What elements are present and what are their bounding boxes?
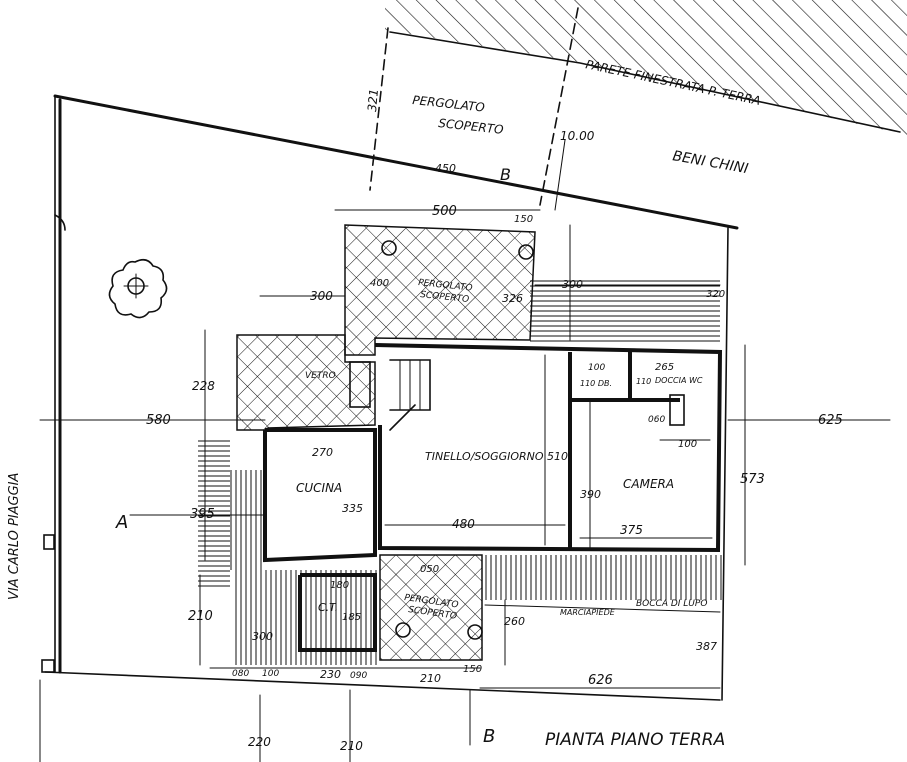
dim-321: 321 <box>365 88 381 112</box>
dim-050: 050 <box>420 564 439 575</box>
label-cucina: CUCINA <box>296 481 342 495</box>
dim-220: 220 <box>248 735 271 749</box>
dim-387: 387 <box>696 640 717 653</box>
dim-060: 060 <box>648 415 665 425</box>
dim-100-wc: 100 <box>588 363 605 373</box>
drawing-title: PIANTA PIANO TERRA <box>545 730 725 750</box>
dim-100-bottom: 100 <box>262 669 279 679</box>
section-a-marker: A <box>115 512 128 533</box>
dim-100-door: 100 <box>678 439 697 450</box>
dim-625: 625 <box>818 413 843 428</box>
stair <box>389 359 431 431</box>
label-camera: CAMERA <box>623 477 674 491</box>
dim-228: 228 <box>192 379 215 393</box>
dim-185: 185 <box>342 612 361 623</box>
dimension-lines <box>39 139 891 762</box>
dim-090: 090 <box>350 671 367 681</box>
dim-210-left: 210 <box>188 609 213 624</box>
label-neighbour: BENI CHINI <box>671 148 749 177</box>
dim-395: 395 <box>190 507 215 522</box>
dim-210-foot: 210 <box>340 739 363 753</box>
dim-480: 480 <box>452 517 475 531</box>
dim-180: 180 <box>330 580 349 591</box>
dim-260: 260 <box>504 615 525 628</box>
dimension-values: 321 10.00 450 500 150 300 400 326 300 32… <box>146 88 843 753</box>
label-doccia: DOCCIA WC <box>655 376 703 385</box>
dim-265: 265 <box>655 362 674 373</box>
dim-626: 626 <box>588 673 613 688</box>
label-wc: 110 DB. <box>580 379 612 388</box>
label-tinello: TINELLO/SOGGIORNO 510 <box>425 450 568 463</box>
dim-300-ct: 300 <box>252 630 273 643</box>
section-b-marker-bottom: B <box>483 726 495 747</box>
lot-boundary <box>41 94 739 701</box>
dim-150-top: 150 <box>514 214 533 225</box>
dim-1000: 10.00 <box>560 129 595 143</box>
label-ct: C.T. <box>318 601 338 614</box>
dim-390: 390 <box>580 488 601 501</box>
label-scoperto-top: SCOPERTO <box>438 116 504 137</box>
dim-573: 573 <box>740 472 765 487</box>
label-marciapiede: MARCIAPIEDE <box>560 608 616 617</box>
dim-500: 500 <box>432 204 457 219</box>
neighbour-hatched-area <box>385 0 907 135</box>
dim-080: 080 <box>232 669 249 679</box>
label-street: VIA CARLO PIAGGIA <box>7 473 22 600</box>
dim-230: 230 <box>320 668 341 681</box>
dim-150-bottom: 150 <box>463 664 482 675</box>
section-b-marker-top: B <box>500 165 511 184</box>
dim-335: 335 <box>342 502 363 515</box>
dim-326: 326 <box>502 292 523 305</box>
dim-375: 375 <box>620 523 643 537</box>
dim-450: 450 <box>435 162 456 175</box>
tree-symbol <box>108 258 168 319</box>
pergola-columns <box>381 240 534 640</box>
dim-400: 400 <box>370 278 389 289</box>
dim-210-bottom: 210 <box>420 672 441 685</box>
dim-110: 110 <box>636 377 651 386</box>
dim-300-left: 300 <box>310 289 333 303</box>
upper-pergola-outline <box>369 7 579 206</box>
dim-300-right: 300 <box>562 278 583 291</box>
label-bocca-di-lupo: BOCCA DI LUPO <box>636 599 707 609</box>
dim-580: 580 <box>146 413 171 428</box>
building-walls <box>263 343 723 652</box>
dim-320: 320 <box>706 289 725 300</box>
dim-270: 270 <box>312 446 333 459</box>
label-vetro: VETRO <box>305 371 336 381</box>
label-pergolato-top: PERGOLATO <box>412 93 486 115</box>
pergola-hatched-areas <box>236 224 536 661</box>
